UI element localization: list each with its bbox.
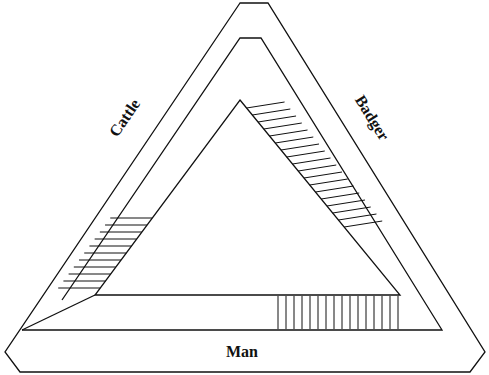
hatch-line [358, 296, 359, 329]
hatch-line [310, 296, 311, 329]
band-label: Cattle [107, 96, 144, 140]
hatch-line [252, 109, 290, 115]
inner-outline [95, 100, 400, 295]
hatch-line [84, 253, 126, 254]
hatch-line [344, 221, 382, 227]
hatch-line [58, 288, 100, 289]
hatch-line [334, 296, 335, 329]
hatch-line [326, 296, 327, 329]
hatch-line [258, 116, 296, 122]
hatch-line [315, 186, 353, 192]
hatch-line [100, 232, 142, 233]
hatch-line [247, 102, 285, 108]
band-edge [22, 295, 95, 330]
hatch-line [63, 281, 105, 282]
hatch-line [338, 214, 376, 220]
hatch-line [275, 137, 313, 143]
hatch-line [294, 296, 295, 329]
hatch-line [398, 296, 399, 329]
outer-outline [5, 3, 485, 372]
hatch-line [304, 172, 342, 178]
hatch-line [342, 296, 343, 329]
band-edges [22, 38, 442, 330]
hatch-line [374, 296, 375, 329]
hatch-line [287, 151, 325, 157]
hatch-line [382, 296, 383, 329]
hatch-line [333, 207, 371, 213]
hatch-line [278, 296, 279, 329]
hatch-line [281, 144, 319, 150]
hatch-line [264, 123, 302, 129]
band-label: Man [226, 344, 258, 360]
hatch-line [321, 193, 359, 199]
hatch-line [298, 165, 336, 171]
hatch-line [270, 130, 308, 136]
hatch-line [286, 296, 287, 329]
band-label: Badger [352, 93, 392, 144]
hatch-line [302, 296, 303, 329]
hatch-line [366, 296, 367, 329]
hatch-line [318, 296, 319, 329]
hatch-line [293, 158, 331, 164]
hatch-line [95, 239, 137, 240]
hatch-line [350, 296, 351, 329]
hatch-line [79, 260, 121, 261]
hatch-line [89, 246, 131, 247]
hatch-line [74, 267, 116, 268]
hatch-line [310, 179, 348, 185]
hatch-line [69, 274, 111, 275]
hatch-line [110, 218, 152, 219]
hatch-line [390, 296, 391, 329]
hatch-line [327, 200, 365, 206]
hatch-line [105, 225, 147, 226]
